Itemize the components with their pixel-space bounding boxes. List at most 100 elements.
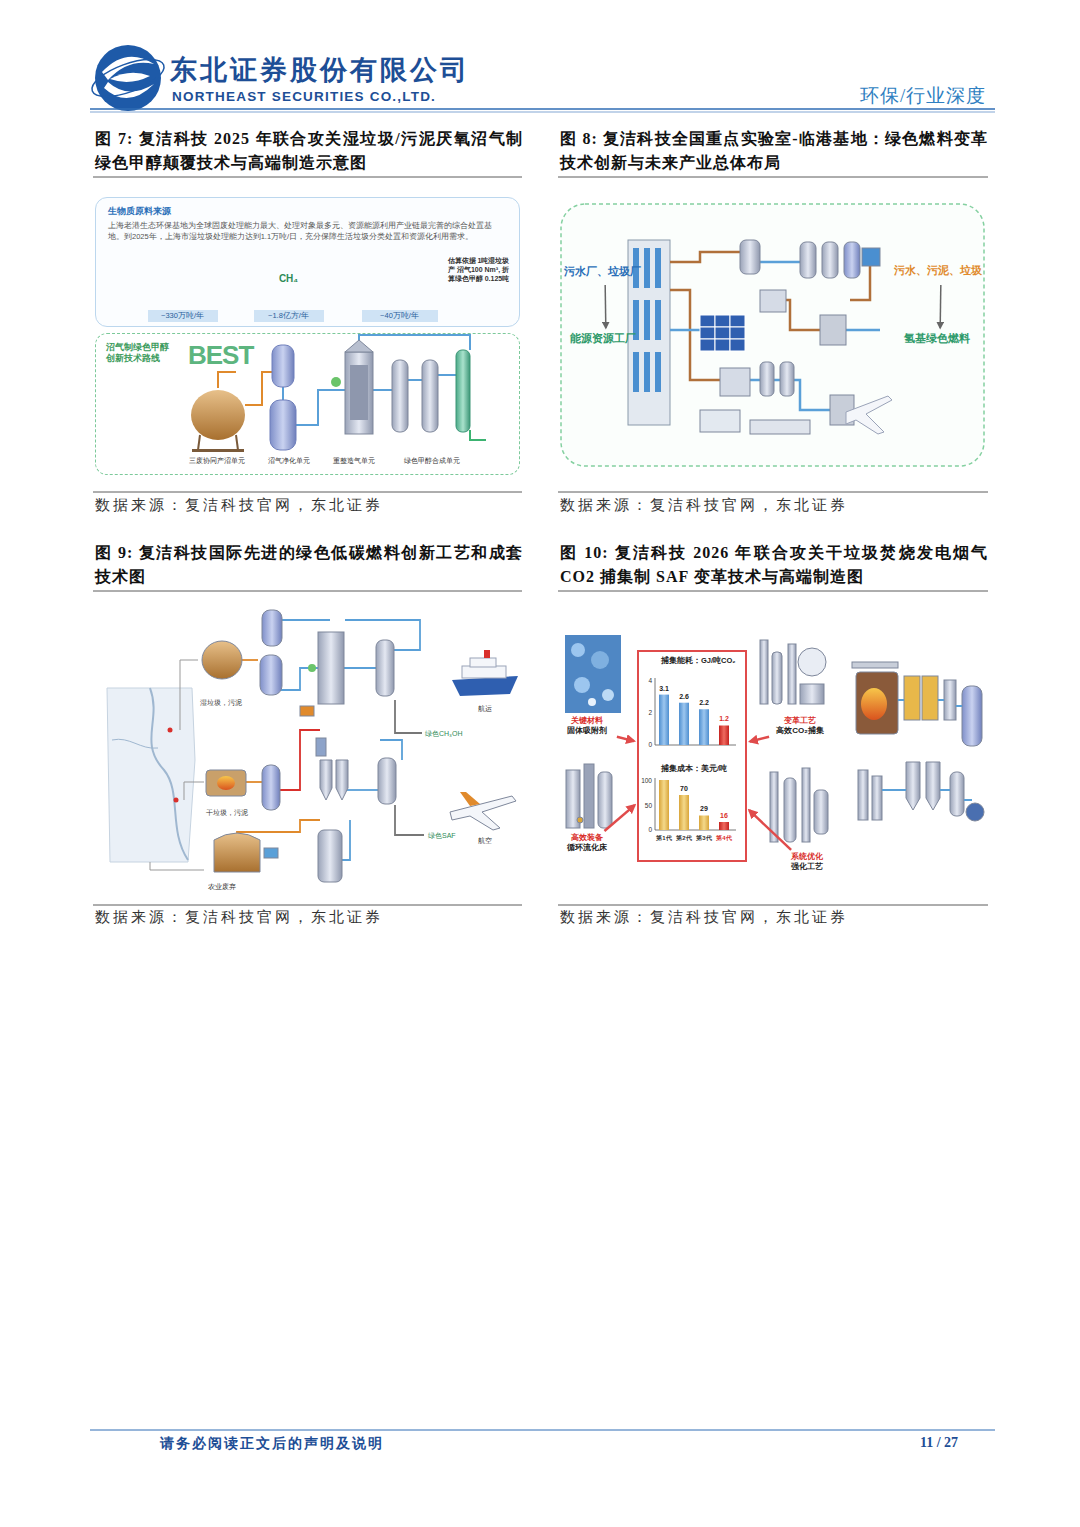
leader-line xyxy=(184,782,204,800)
reformer xyxy=(331,340,373,434)
reformer xyxy=(331,377,341,387)
incineration-plant xyxy=(926,762,940,810)
site-map xyxy=(107,688,195,862)
equipment xyxy=(316,738,326,756)
synthesis-vessel xyxy=(392,360,408,432)
flow-arrow xyxy=(749,810,791,850)
synthesis-vessel xyxy=(392,350,470,432)
plant-building xyxy=(655,248,661,288)
equipment xyxy=(202,641,242,679)
node-text: 重整造气单元 xyxy=(330,456,378,466)
equipment xyxy=(262,765,280,810)
flow-label: 氢基绿色燃料 xyxy=(904,331,976,349)
airplane xyxy=(450,796,516,830)
use-label: 航运 xyxy=(478,704,492,714)
solar-panel xyxy=(715,327,730,339)
axis-label: 第4代 xyxy=(716,834,731,843)
plant-building xyxy=(644,352,650,392)
ship xyxy=(452,650,518,696)
solar-panel xyxy=(715,315,730,327)
source-note: 数据来源：复洁科技官网，东北证券 xyxy=(560,496,848,515)
bar-chart xyxy=(719,726,729,746)
rule-line xyxy=(90,112,995,113)
plant-building xyxy=(633,352,639,392)
plant-building xyxy=(644,248,650,288)
solar-panel xyxy=(700,327,715,339)
product-label: 绿色CH₃OH xyxy=(425,729,462,739)
axis-label: 第1代 xyxy=(656,834,671,843)
solar-panel xyxy=(715,339,730,351)
method-label: 关键材料固体吸附剂 xyxy=(560,716,614,742)
unit-label: 重整造气单元 xyxy=(330,456,378,468)
airplane xyxy=(846,396,892,434)
incineration-plant xyxy=(906,762,920,810)
rule-line xyxy=(93,492,522,493)
company-logo xyxy=(88,52,169,104)
rule-line xyxy=(558,591,988,592)
fluidized-bed xyxy=(584,764,594,828)
bar-chart xyxy=(719,822,729,830)
bar-chart xyxy=(679,795,689,830)
digester-tank xyxy=(198,435,200,450)
figure-caption: 图 8: 复洁科技全国重点实验室-临港基地：绿色燃料变革技术创新与未来产业总体布… xyxy=(560,127,988,175)
rule-line xyxy=(90,109,995,112)
node-text: 关键材料 xyxy=(560,716,614,726)
capture-process xyxy=(760,640,828,842)
product-label: 绿色SAF xyxy=(428,831,456,841)
process-pipe xyxy=(670,329,700,332)
process-pipe xyxy=(278,730,320,790)
node-text: 氢基绿色燃料 xyxy=(904,331,976,346)
solar-panel xyxy=(700,315,745,351)
feedstock-item: ~330万吨/年 xyxy=(148,254,218,322)
equipment xyxy=(318,632,344,704)
rule-line xyxy=(93,177,522,178)
footer-line xyxy=(90,1430,995,1431)
flow-arrow xyxy=(939,285,941,328)
process-pipe xyxy=(237,620,424,860)
bar-chart xyxy=(655,778,656,830)
node-subtext: 捕集成本：美元/吨 xyxy=(661,764,727,774)
process-pipe xyxy=(245,372,272,405)
flow-arrow xyxy=(604,805,634,831)
process-pipe xyxy=(470,430,486,440)
incineration-plant xyxy=(962,686,982,746)
source-note: 数据来源：复洁科技官网，东北证券 xyxy=(560,908,848,927)
equipment xyxy=(700,240,880,434)
method-label: 高效装备循环流化床 xyxy=(560,833,614,859)
fluidized-bed xyxy=(566,764,612,828)
node-subtext: 上海老港生态环保基地为全球固废处理能力最大、处理对象最多元、资源能源利用产业链最… xyxy=(108,220,507,243)
equipment xyxy=(844,242,860,278)
rule-line xyxy=(93,905,522,906)
feedstock-label: 湿垃圾，污泥 xyxy=(200,698,242,708)
adsorbent-image xyxy=(574,677,590,693)
process-pipe xyxy=(670,290,720,380)
process-pipe xyxy=(845,329,880,332)
source-note: 数据来源：复洁科技官网，东北证券 xyxy=(95,908,383,927)
capture-process xyxy=(798,648,826,676)
process-pipe xyxy=(246,781,262,783)
node-subtext: BEST xyxy=(188,342,253,368)
bar-value: 29 xyxy=(700,805,708,812)
process-pipe xyxy=(218,372,236,388)
axis-label: 第2代 xyxy=(676,834,691,843)
equipment xyxy=(820,315,846,345)
reformer xyxy=(345,352,373,434)
node-text: 三废协同产沼单元 xyxy=(186,456,248,466)
flow-arrow xyxy=(617,737,634,741)
node-subtext: 强化工艺 xyxy=(780,862,834,872)
process-pipe xyxy=(342,667,376,669)
axis-tick: 0 xyxy=(648,826,652,833)
node-text: 能源资源工厂 xyxy=(570,331,642,346)
airplane xyxy=(846,396,892,434)
equipment xyxy=(760,290,786,312)
estimate-note: 估算依据 1吨湿垃圾产 沼气100 Nm³, 折算绿色甲醇 0.125吨 xyxy=(446,256,512,318)
unit-label: 三废协同产沼单元 xyxy=(186,456,248,468)
rule-line xyxy=(90,108,995,110)
adsorbent-image xyxy=(591,651,609,669)
site-map xyxy=(150,688,188,860)
equipment xyxy=(780,362,794,396)
adsorbent-image xyxy=(565,635,621,713)
axis-tick: 4 xyxy=(648,677,652,684)
node-text: CH₄ xyxy=(254,273,324,284)
route-panel: 沼气制绿色甲醇 创新技术路线BEST三废协同产沼单元沼气净化单元重整造气单元绿色… xyxy=(95,333,520,475)
